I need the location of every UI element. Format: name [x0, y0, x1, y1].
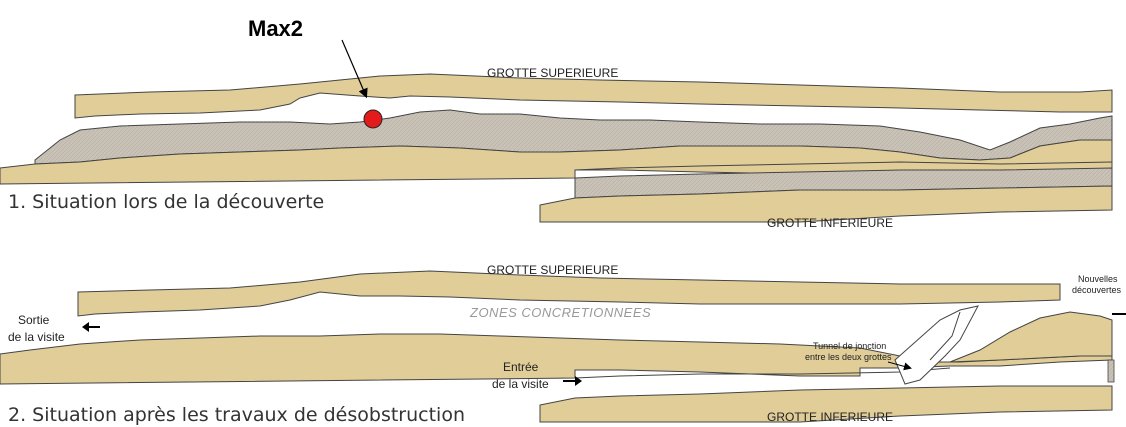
new-discoveries-line1: Nouvelles [1078, 274, 1118, 284]
max2-marker-group: Max2 [248, 16, 382, 128]
p2-right-deposit [1108, 360, 1114, 382]
max2-label: Max2 [248, 16, 303, 41]
tunnel-label-line1: Tunnel de jonction [813, 341, 886, 351]
new-discoveries-line2: découvertes [1072, 285, 1122, 295]
p2-new-discoveries-mound [950, 312, 1112, 362]
panel2-lower-cave-label: GROTTE INFERIEURE [767, 410, 893, 424]
exit-arrow-icon [82, 322, 100, 332]
exit-label-line2: de la visite [8, 330, 65, 344]
panel-1-diagram: GROTTE SUPERIEURE GROTTE INFERIEURE 1. S… [0, 66, 1112, 230]
tunnel-label-line2: entre les deux grottes [805, 352, 892, 362]
panel-2-diagram: GROTTE SUPERIEURE ZONES CONCRETIONNEES G… [0, 263, 1126, 426]
p2-junction-tunnel [895, 306, 978, 384]
upper-rock-layer [75, 74, 1112, 118]
panel1-upper-cave-label: GROTTE SUPERIEURE [487, 66, 618, 80]
panel1-caption: 1. Situation lors de la découverte [8, 191, 324, 213]
panel2-caption: 2. Situation après les travaux de désobs… [8, 404, 465, 426]
max2-marker-dot[interactable] [364, 110, 382, 128]
panel2-concretion-zones-label: ZONES CONCRETIONNEES [469, 305, 651, 320]
panel2-upper-cave-label: GROTTE SUPERIEURE [487, 263, 618, 277]
entry-label-line1: Entrée [503, 360, 539, 374]
exit-label-line1: Sortie [18, 313, 50, 327]
entry-label-line2: de la visite [492, 377, 549, 391]
panel1-lower-cave-label: GROTTE INFERIEURE [767, 216, 893, 230]
